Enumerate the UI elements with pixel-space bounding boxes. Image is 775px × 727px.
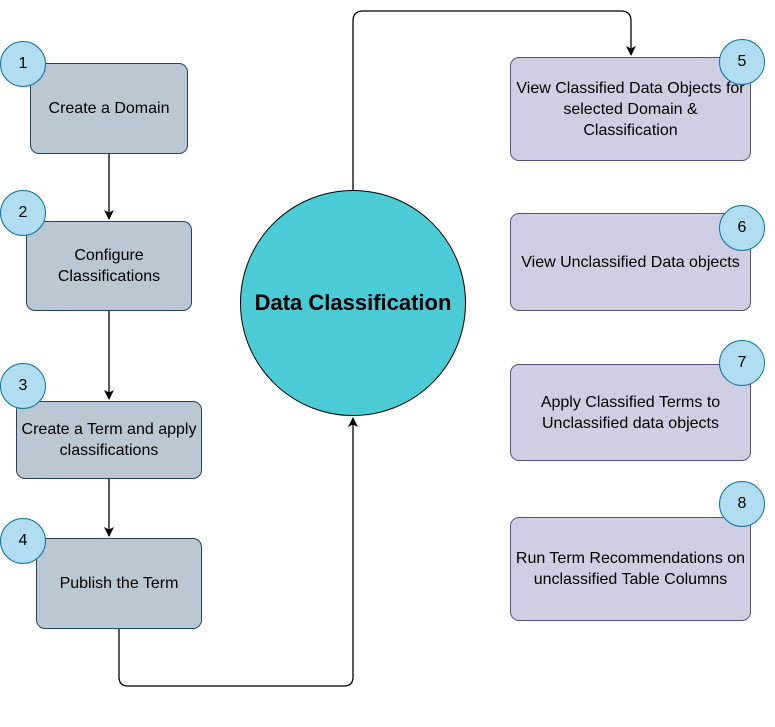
step-label: Publish the Term — [59, 575, 179, 592]
arrow-step4-to-center — [118, 417, 358, 687]
center-title: Data Classification — [254, 290, 452, 315]
step-number-badge-1: 1 — [0, 41, 46, 87]
step-label: Configure Classifications — [57, 247, 161, 285]
step-box-configure-classifications: Configure Classifications — [26, 221, 192, 311]
step-box-create-term: Create a Term and apply classifications — [16, 401, 202, 479]
action-box-apply-classified-terms: Apply Classified Terms to Unclassified d… — [510, 364, 751, 461]
action-number-badge-6: 6 — [719, 205, 765, 251]
step-box-create-domain: Create a Domain — [30, 63, 188, 154]
action-number-badge-7: 7 — [719, 340, 765, 386]
action-box-run-term-recommendations: Run Term Recommendations on unclassified… — [510, 517, 751, 621]
step-number-badge-4: 4 — [0, 518, 46, 564]
action-label: Run Term Recommendations on unclassified… — [515, 550, 746, 588]
action-box-view-unclassified: View Unclassified Data objects — [510, 213, 751, 311]
arrow-center-to-action5 — [352, 10, 636, 190]
center-circle-data-classification: Data Classification — [240, 190, 466, 416]
action-label: View Classified Data Objects for selecte… — [516, 79, 745, 139]
step-number-badge-3: 3 — [0, 363, 46, 409]
action-number-badge-8: 8 — [719, 481, 765, 527]
step-label: Create a Domain — [48, 100, 170, 117]
action-label: Apply Classified Terms to Unclassified d… — [540, 393, 721, 432]
action-box-view-classified: View Classified Data Objects for selecte… — [510, 57, 751, 161]
step-label: Create a Term and apply classifications — [21, 421, 197, 459]
step-number-badge-2: 2 — [0, 190, 46, 236]
step-box-publish-term: Publish the Term — [36, 538, 202, 629]
action-label: View Unclassified Data objects — [521, 253, 740, 271]
action-number-badge-5: 5 — [719, 39, 765, 85]
